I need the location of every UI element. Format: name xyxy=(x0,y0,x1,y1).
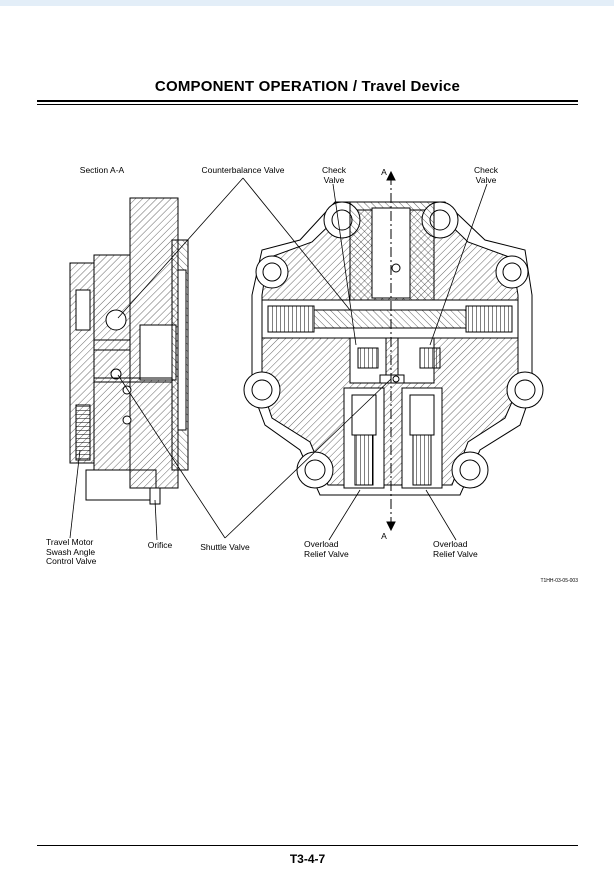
header-rule-thick xyxy=(37,100,578,102)
label-orifice: Orifice xyxy=(147,540,173,550)
top-band xyxy=(0,0,614,6)
leader-lines xyxy=(69,177,488,541)
label-overload-relief-valve-left: Overload Relief Valve xyxy=(304,539,349,559)
label-counterbalance-valve: Counterbalance Valve xyxy=(201,165,285,175)
section-a-a-view xyxy=(69,197,189,505)
label-overload-relief-valve-right: Overload Relief Valve xyxy=(433,539,478,559)
travel-device-diagram: Section A-A Counterbalance Valve Check V… xyxy=(0,150,614,600)
label-check-valve-left: Check Valve xyxy=(321,165,347,185)
page-title: COMPONENT OPERATION / Travel Device xyxy=(154,78,461,95)
label-section-mark-bottom: A xyxy=(381,531,387,541)
figure-number: T1HH-03-05-003 xyxy=(540,578,578,584)
header-rule-thin xyxy=(37,104,578,105)
page-number: T3-4-7 xyxy=(289,852,326,866)
label-shuttle-valve: Shuttle Valve xyxy=(200,542,250,552)
diagram-drawing xyxy=(69,170,544,541)
label-section-mark-top: A xyxy=(381,167,387,177)
label-check-valve-right: Check Valve xyxy=(473,165,499,185)
footer-rule xyxy=(37,845,578,846)
label-section-a-a: Section A-A xyxy=(79,165,125,175)
label-travel-motor-swash-angle-control-valve: Travel Motor Swash Angle Control Valve xyxy=(46,537,97,566)
